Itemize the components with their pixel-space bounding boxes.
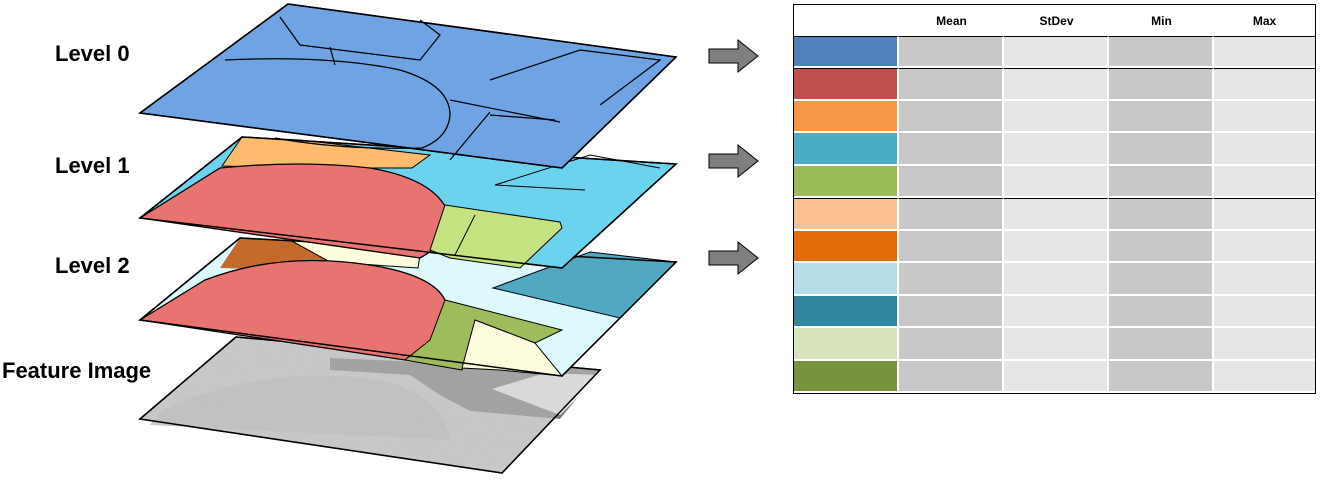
row-7-min-cell — [1109, 263, 1214, 296]
row-6-color-swatch — [794, 230, 899, 264]
statistics-table: Mean StDev Min Max — [793, 4, 1316, 394]
row-5-stdev-cell — [1004, 198, 1109, 231]
level-0-arrow-icon — [708, 38, 759, 74]
level-1-layer — [138, 136, 678, 269]
level-1-label: Level 1 — [55, 153, 130, 178]
row-3-mean-cell — [899, 133, 1004, 166]
level-2-cream-region — [461, 319, 564, 377]
table-header-min: Min — [1151, 13, 1172, 28]
row-2-stdev-cell — [1004, 100, 1109, 134]
row-9-max-cell — [1214, 328, 1315, 361]
row-10-stdev-cell — [1004, 360, 1109, 393]
level-0-plane — [138, 3, 678, 169]
row-9-min-cell — [1109, 328, 1214, 361]
row-3-max-cell — [1214, 133, 1315, 166]
row-5-mean-cell — [899, 198, 1004, 231]
row-5-max-cell — [1214, 198, 1315, 231]
row-4-stdev-cell — [1004, 165, 1109, 199]
row-3-color-swatch — [794, 133, 899, 166]
row-0-color-swatch — [794, 36, 899, 69]
table-header-stdev: StDev — [1039, 13, 1074, 28]
row-1-stdev-cell — [1004, 68, 1109, 101]
level-0-ellipse-boundary — [224, 58, 451, 149]
row-5-min-cell — [1109, 198, 1214, 231]
level-0-boundary-top — [279, 16, 441, 61]
level-0-layer — [138, 3, 678, 169]
row-2-color-swatch — [794, 100, 899, 134]
row-0-stdev-cell — [1004, 36, 1109, 69]
row-6-stdev-cell — [1004, 230, 1109, 264]
level-1-boundary — [494, 154, 661, 186]
row-9-stdev-cell — [1004, 328, 1109, 361]
row-0-mean-cell — [899, 36, 1004, 69]
row-9-color-swatch — [794, 328, 899, 361]
row-2-max-cell — [1214, 100, 1315, 134]
table-header-mean: Mean — [936, 13, 967, 28]
row-8-min-cell — [1109, 295, 1214, 329]
row-1-max-cell — [1214, 68, 1315, 101]
row-1-mean-cell — [899, 68, 1004, 101]
table-header-max: Max — [1252, 13, 1277, 28]
row-6-mean-cell — [899, 230, 1004, 264]
row-0-min-cell — [1109, 36, 1214, 69]
level-0-boundary-right — [489, 49, 662, 106]
level-1-green-region — [429, 204, 563, 269]
level-1-arrow-icon — [708, 143, 759, 179]
row-0-max-cell — [1214, 36, 1315, 69]
row-8-max-cell — [1214, 295, 1315, 329]
level-2-label: Level 2 — [55, 253, 130, 278]
row-7-color-swatch — [794, 263, 899, 296]
row-8-stdev-cell — [1004, 295, 1109, 329]
row-3-stdev-cell — [1004, 133, 1109, 166]
row-5-color-swatch — [794, 198, 899, 231]
row-10-min-cell — [1109, 360, 1214, 393]
row-6-min-cell — [1109, 230, 1214, 264]
row-3-min-cell — [1109, 133, 1214, 166]
row-8-color-swatch — [794, 295, 899, 329]
row-4-max-cell — [1214, 165, 1315, 199]
row-7-max-cell — [1214, 263, 1315, 296]
level-0-label: Level 0 — [55, 41, 130, 66]
row-1-color-swatch — [794, 68, 899, 101]
table-header-swatch — [794, 5, 899, 36]
row-1-min-cell — [1109, 68, 1214, 101]
row-10-mean-cell — [899, 360, 1004, 393]
row-7-mean-cell — [899, 263, 1004, 296]
row-7-stdev-cell — [1004, 263, 1109, 296]
row-10-max-cell — [1214, 360, 1315, 393]
row-10-color-swatch — [794, 360, 899, 393]
row-9-mean-cell — [899, 328, 1004, 361]
row-4-mean-cell — [899, 165, 1004, 199]
feature-image-noise — [140, 337, 600, 473]
feature-image-label: Feature Image — [2, 358, 152, 383]
feature-image-layer — [138, 336, 602, 474]
row-4-min-cell — [1109, 165, 1214, 199]
row-4-color-swatch — [794, 165, 899, 199]
level-2-arrow-icon — [708, 240, 759, 276]
row-2-min-cell — [1109, 100, 1214, 134]
row-2-mean-cell — [899, 100, 1004, 134]
row-8-mean-cell — [899, 295, 1004, 329]
row-6-max-cell — [1214, 230, 1315, 264]
